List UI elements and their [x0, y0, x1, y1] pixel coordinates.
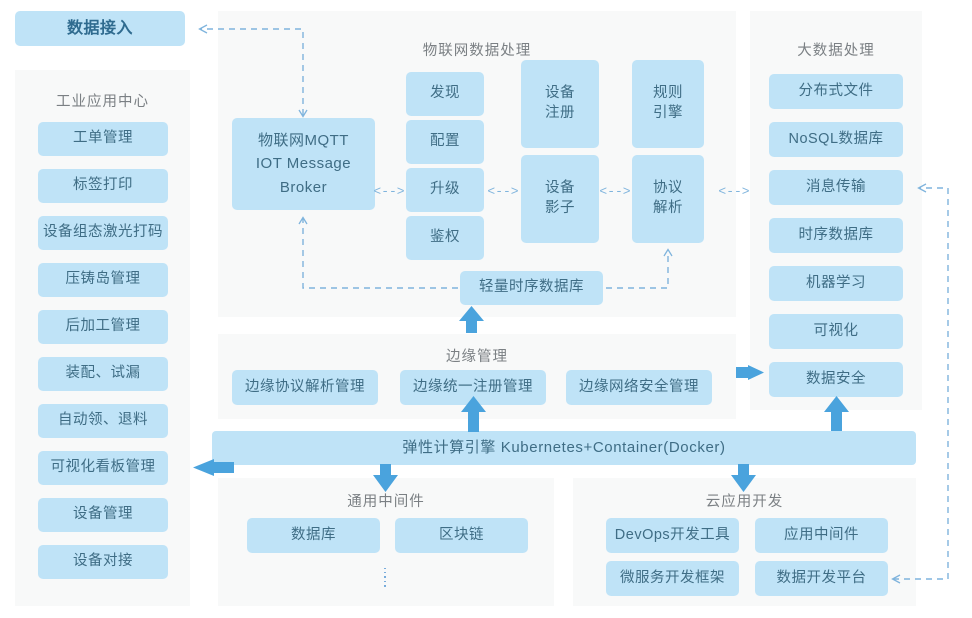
bigdata-item-message-transport[interactable]: 消息传输: [769, 170, 903, 205]
bigdata-item-distributed-file[interactable]: 分布式文件: [769, 74, 903, 109]
iot-data-processing-title: 物联网数据处理: [422, 43, 532, 59]
big-data-processing-title: 大数据处理: [797, 43, 875, 59]
app-item-device-config-laser-marking[interactable]: 设备组态激光打码: [38, 216, 168, 250]
data-access-header[interactable]: 数据接入: [15, 11, 185, 46]
iot-device-registration[interactable]: 设备 注册: [521, 60, 599, 148]
iot-rule-engine[interactable]: 规则 引擎: [632, 60, 704, 148]
iot-protocol-parsing[interactable]: 协议 解析: [632, 155, 704, 243]
iot-authentication[interactable]: 鉴权: [406, 216, 484, 260]
app-item-work-order[interactable]: 工单管理: [38, 122, 168, 156]
cloud-item-microservice-framework[interactable]: 微服务开发框架: [606, 561, 739, 596]
cloud-item-app-middleware[interactable]: 应用中间件: [755, 518, 888, 553]
app-item-die-casting-island[interactable]: 压铸岛管理: [38, 263, 168, 297]
middleware-more-indicator: [382, 566, 388, 588]
iot-configuration[interactable]: 配置: [406, 120, 484, 164]
iot-discovery[interactable]: 发现: [406, 72, 484, 116]
middleware-item-database[interactable]: 数据库: [247, 518, 380, 553]
bigdata-item-machine-learning[interactable]: 机器学习: [769, 266, 903, 301]
app-item-device-integration[interactable]: 设备对接: [38, 545, 168, 579]
iot-upgrade[interactable]: 升级: [406, 168, 484, 212]
app-item-label-printing[interactable]: 标签打印: [38, 169, 168, 203]
edge-item-unified-registration[interactable]: 边缘统一注册管理: [400, 370, 546, 405]
app-item-device-management[interactable]: 设备管理: [38, 498, 168, 532]
cloud-item-data-dev-platform[interactable]: 数据开发平台: [755, 561, 888, 596]
iot-mqtt-broker[interactable]: 物联网MQTT IOT Message Broker: [232, 118, 375, 210]
cloud-item-devops-tools[interactable]: DevOps开发工具: [606, 518, 739, 553]
common-middleware-title: 通用中间件: [347, 494, 425, 510]
bigdata-item-data-security[interactable]: 数据安全: [769, 362, 903, 397]
bigdata-item-timeseries-database[interactable]: 时序数据库: [769, 218, 903, 253]
app-item-visual-dashboard[interactable]: 可视化看板管理: [38, 451, 168, 485]
app-item-assembly-leak-test[interactable]: 装配、试漏: [38, 357, 168, 391]
edge-item-protocol-parsing[interactable]: 边缘协议解析管理: [232, 370, 378, 405]
cloud-app-development-title: 云应用开发: [705, 494, 784, 510]
edge-item-network-security[interactable]: 边缘网络安全管理: [566, 370, 712, 405]
app-item-post-processing[interactable]: 后加工管理: [38, 310, 168, 344]
edge-management-title: 边缘管理: [446, 349, 508, 365]
middleware-item-blockchain[interactable]: 区块链: [395, 518, 528, 553]
iot-device-shadow[interactable]: 设备 影子: [521, 155, 599, 243]
bigdata-item-visualization[interactable]: 可视化: [769, 314, 903, 349]
bigdata-item-nosql-database[interactable]: NoSQL数据库: [769, 122, 903, 157]
app-item-auto-material-handling[interactable]: 自动领、退料: [38, 404, 168, 438]
iot-lightweight-timeseries-db[interactable]: 轻量时序数据库: [460, 271, 603, 305]
panel-big-data-processing: 大数据处理: [750, 11, 922, 410]
elastic-compute-engine-bar[interactable]: 弹性计算引擎 Kubernetes+Container(Docker): [212, 431, 916, 465]
industrial-app-center-title: 工业应用中心: [56, 94, 149, 110]
